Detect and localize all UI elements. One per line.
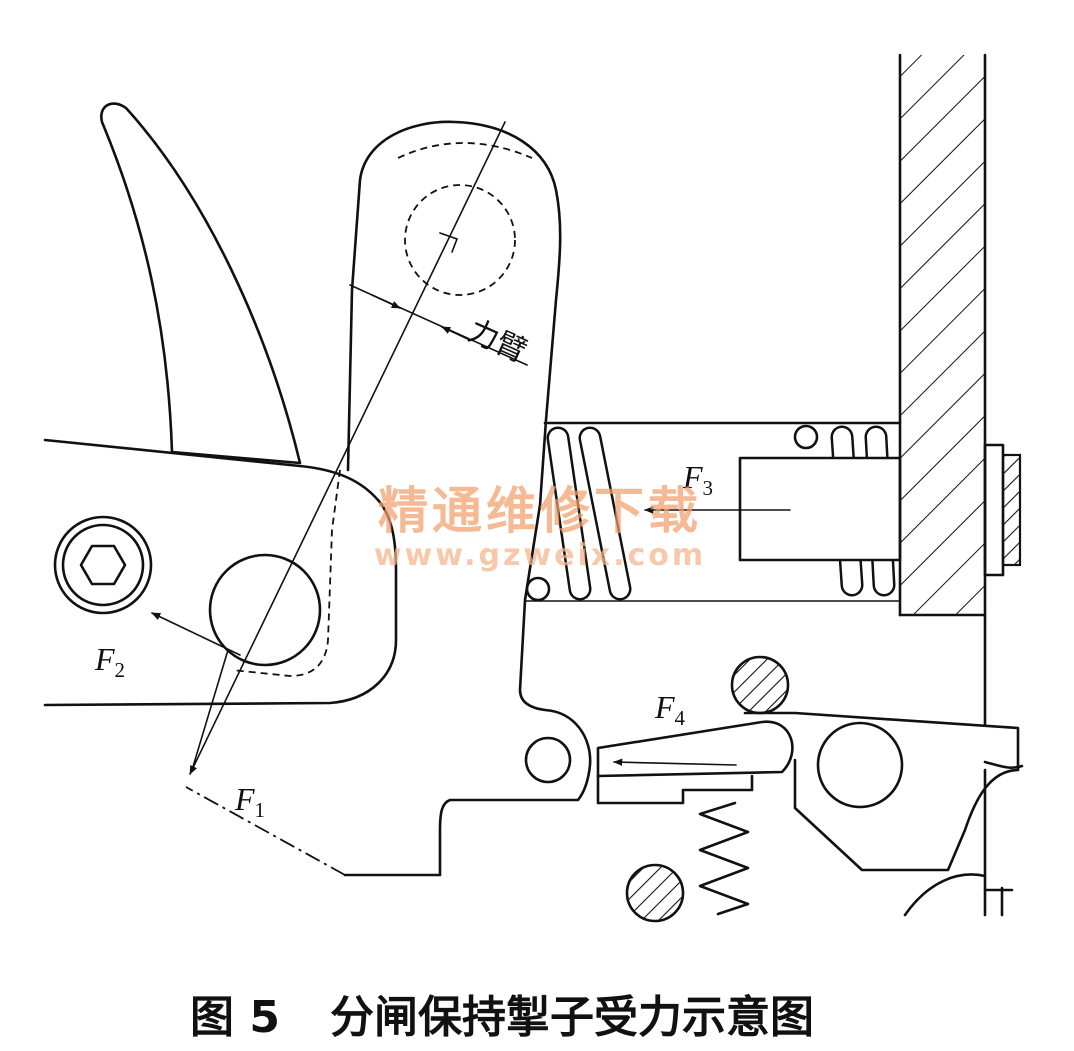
wall-hatched-body <box>900 55 985 615</box>
trip-link-body <box>743 711 1020 872</box>
force-f1-line <box>189 121 506 775</box>
force-f1-symbol: F <box>234 781 255 817</box>
upper-stop-pin <box>730 655 790 715</box>
watermark-name: 精通维修下载 <box>378 482 702 540</box>
right-angle-mark <box>439 232 459 253</box>
bolt-outer-ring <box>53 515 153 615</box>
force-f3-subscript: 3 <box>703 476 714 500</box>
return-spring <box>698 801 750 916</box>
figure-title: 分闸保持掣子受力示意图 <box>330 992 814 1043</box>
latch-roller-pin <box>524 736 572 784</box>
lever-arm-label: 力臂 <box>463 313 532 369</box>
spring-coil <box>549 429 589 598</box>
trip-link-pivot-hole <box>816 721 904 809</box>
latch-lower-centerline <box>185 786 346 876</box>
lever-arm-arrow-left <box>371 294 401 309</box>
frame-curve-upper <box>983 760 1024 769</box>
figure-number: 图 5 <box>190 992 280 1043</box>
force-f2-subscript: 2 <box>115 658 126 682</box>
spring-coil-end <box>525 576 551 602</box>
nut-washer <box>983 443 1005 577</box>
force-f2-arrow <box>151 612 241 656</box>
hex-socket-bolt <box>53 515 153 615</box>
force-f4-arrow <box>613 758 737 766</box>
bolt-hex-socket <box>79 544 127 586</box>
wall-nut <box>983 443 1022 577</box>
lever-arm-arrow-right <box>441 326 471 341</box>
spring-coil-end <box>793 424 819 450</box>
hook-blade <box>100 102 302 465</box>
latch-top-hidden-arc <box>397 142 533 159</box>
latch-lever-outline <box>343 120 592 877</box>
watermark-url: www.gzweix.com <box>374 538 706 573</box>
spring-coil <box>581 429 629 598</box>
force-f3-symbol: F <box>682 459 703 495</box>
latch-pivot-hidden-circle <box>404 184 516 296</box>
trigger-wedge <box>596 720 794 778</box>
spring-plunger <box>738 456 902 562</box>
force-f4-label: F4 <box>654 689 686 730</box>
lower-stop-pin <box>625 863 685 923</box>
left-connecting-bar <box>43 438 398 707</box>
bolt-inner-ring <box>61 523 145 607</box>
force-f1-secondary-line <box>191 649 229 771</box>
latch-hidden-outline <box>231 469 341 677</box>
spring-left-coils <box>525 426 632 602</box>
force-f4-subscript: 4 <box>675 706 686 730</box>
force-f1-subscript: 1 <box>255 798 266 822</box>
force-f3-label: F3 <box>682 459 713 500</box>
force-f4-symbol: F <box>654 689 675 725</box>
trigger-lower-block <box>596 774 754 805</box>
nut-body <box>1001 453 1022 567</box>
frame-curve-lower <box>903 873 987 917</box>
force-f2-label: F2 <box>94 641 125 682</box>
force-f1-label: F1 <box>234 781 265 822</box>
fixed-wall <box>898 53 987 727</box>
force-f2-symbol: F <box>94 641 115 677</box>
bar-pivot-pin <box>208 553 322 667</box>
